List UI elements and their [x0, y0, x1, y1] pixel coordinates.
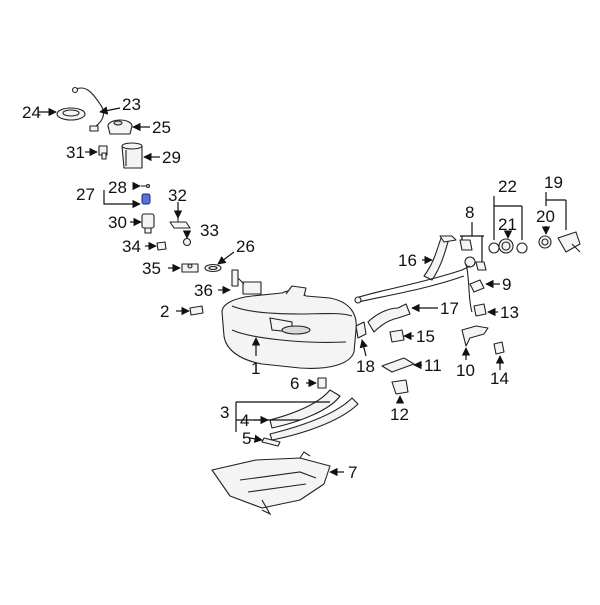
part-3-4-tank-straps [269, 389, 359, 441]
callout-32: 32 [168, 186, 187, 205]
callout-27: 27 [76, 185, 95, 204]
part-11-heat-shield [381, 357, 415, 373]
callout-33: 33 [200, 221, 219, 240]
part-33-nut [182, 237, 192, 247]
callout-16: 16 [398, 251, 417, 270]
callout-28: 28 [108, 178, 127, 197]
callout-19: 19 [544, 173, 563, 192]
part-7-protector [211, 451, 331, 516]
callout-22: 22 [498, 177, 517, 196]
callout-12: 12 [390, 405, 409, 424]
callout-7: 7 [348, 463, 357, 482]
part-29-pump-body [121, 142, 143, 169]
callout-2: 2 [160, 302, 169, 321]
part-16-filler-pipe [423, 235, 457, 281]
callout-17: 17 [440, 299, 459, 318]
callout-3: 3 [220, 403, 229, 422]
callout-4: 4 [240, 411, 249, 430]
part-30-pump-motor [141, 213, 155, 234]
part-35-regulator [181, 263, 199, 273]
part-15-block [389, 329, 405, 343]
callout-5: 5 [242, 429, 251, 448]
part-36-sender-gauge [231, 269, 262, 295]
part-1-fuel-tank [221, 285, 357, 369]
part-6-clip [317, 377, 327, 389]
part-25-pump-cap [107, 119, 133, 135]
callout-labels: 24 23 25 31 29 28 27 30 32 33 34 26 35 3… [22, 95, 563, 482]
fuel-lines [354, 263, 473, 313]
part-32-bracket [169, 210, 191, 229]
part-14-cube [493, 341, 505, 355]
part-8-clamps [459, 239, 487, 271]
callout-35: 35 [142, 259, 161, 278]
callout-13: 13 [500, 303, 519, 322]
callout-23: 23 [122, 95, 141, 114]
leader-lines [38, 106, 567, 477]
callout-30: 30 [108, 213, 127, 232]
callout-11: 11 [424, 356, 442, 375]
callout-36: 36 [194, 281, 213, 300]
part-17-filler-hose [367, 303, 411, 333]
callout-26: 26 [236, 237, 255, 256]
part-31-clip [98, 145, 108, 160]
part-12-bracket [391, 379, 409, 395]
part-10-mount-bracket [461, 325, 489, 347]
part-28-clip [141, 183, 151, 189]
callout-6: 6 [290, 374, 299, 393]
part-23-harness [71, 86, 105, 132]
callout-34: 34 [122, 237, 141, 256]
part-2-pad [189, 305, 204, 316]
callout-21: 21 [498, 215, 517, 234]
part-9-retainer [469, 279, 485, 293]
part-13-bracket [473, 303, 487, 317]
callout-25: 25 [152, 118, 171, 137]
callout-1: 1 [251, 359, 260, 378]
callout-24: 24 [22, 103, 41, 122]
part-18-connector [355, 321, 367, 339]
part-26-seal-ring [204, 263, 222, 273]
callout-29: 29 [162, 148, 181, 167]
callout-9: 9 [502, 275, 511, 294]
callout-14: 14 [490, 369, 509, 388]
callout-20: 20 [536, 207, 555, 226]
callout-15: 15 [416, 327, 435, 346]
part-27-o-ring-highlighted [141, 193, 151, 205]
callout-10: 10 [456, 361, 475, 380]
part-34-filter [156, 241, 167, 251]
callout-18: 18 [356, 357, 375, 376]
part-24-gasket [56, 107, 86, 121]
part-19-fuel-cap-assembly [538, 231, 581, 253]
callout-8: 8 [465, 203, 474, 222]
callout-31: 31 [66, 143, 85, 162]
part-22-filler-cap-set [488, 238, 528, 254]
